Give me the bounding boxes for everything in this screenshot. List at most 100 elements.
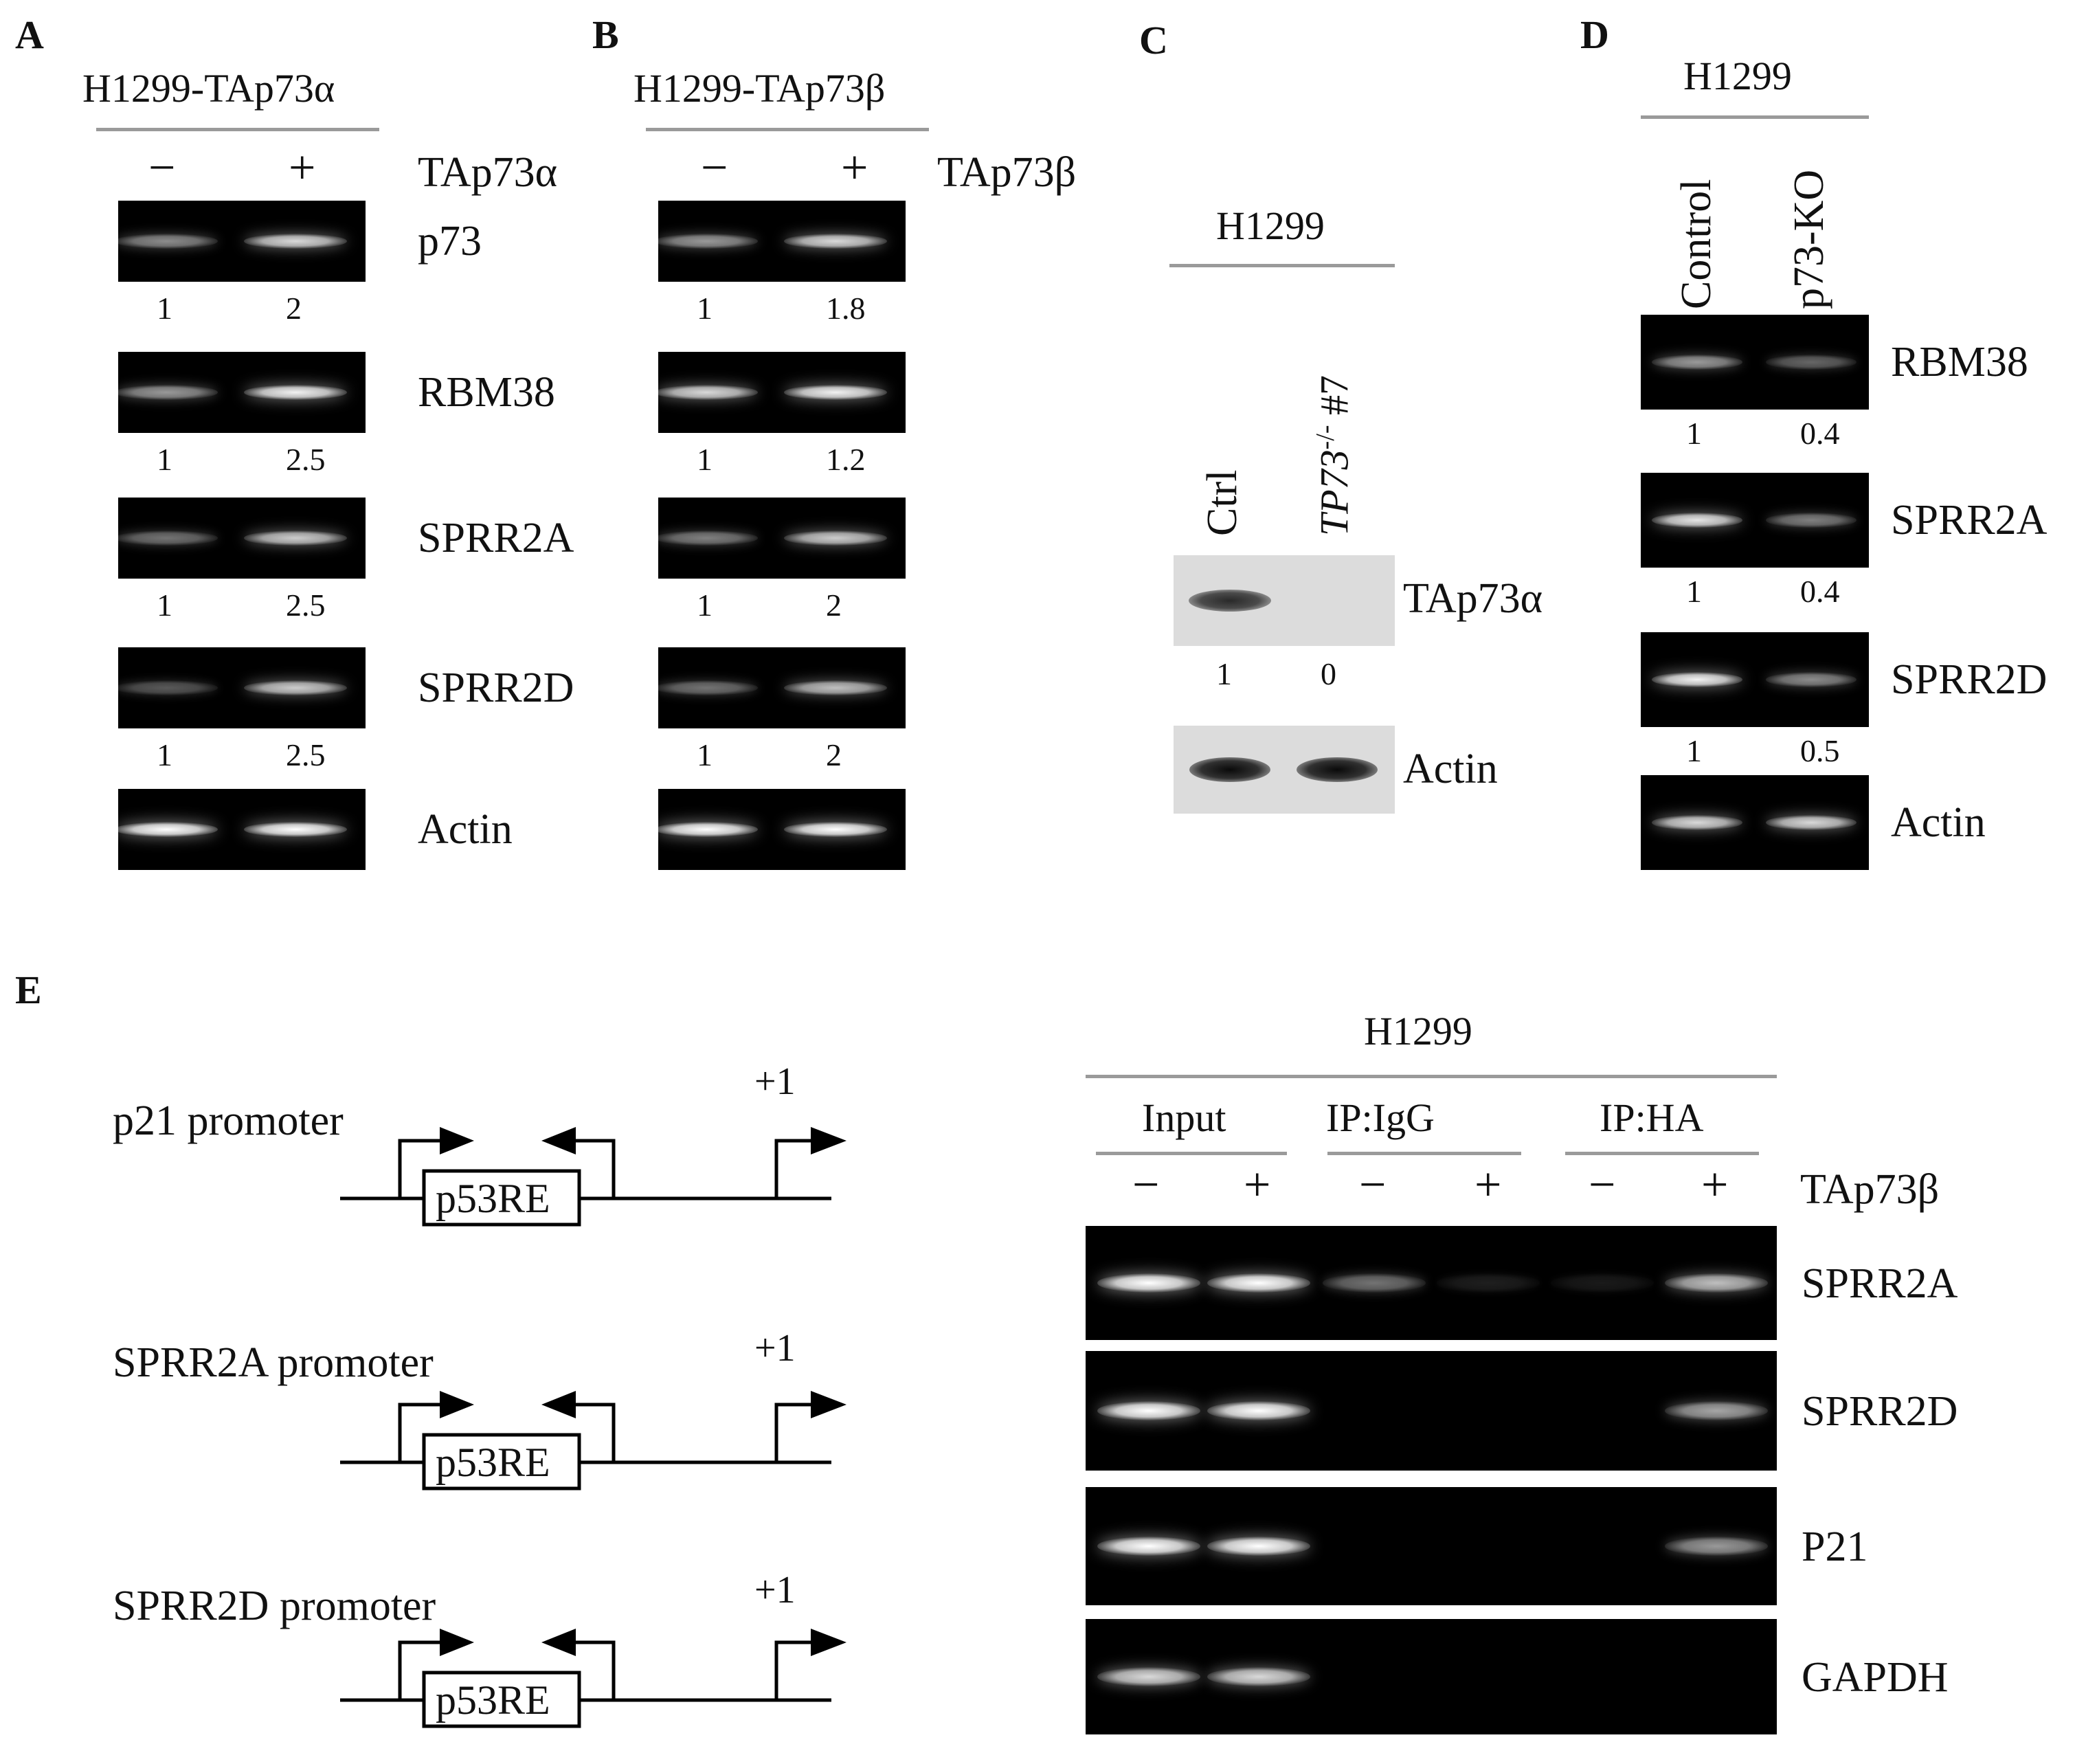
panel-a-label-p73: p73 [418, 218, 482, 265]
promoter-3-box-label: p53RE [436, 1677, 550, 1723]
promoter-1-box [422, 1169, 581, 1227]
panel-a-quant-p73-1: 1 [157, 291, 172, 326]
panel-e-gel-gapdh-band-1 [1097, 1667, 1200, 1686]
panel-d-gel-actin [1641, 775, 1869, 870]
promoter-1-title: p21 promoter [113, 1097, 344, 1144]
panel-a-header-line [96, 128, 379, 131]
panel-a-gel-actin [118, 789, 366, 870]
promoter-1-tss-head [811, 1127, 846, 1154]
panel-c-knockout-gene: TP73 [1312, 449, 1357, 536]
promoter-3-tss-label: +1 [754, 1569, 796, 1611]
promoter-3-title: SPRR2D promoter [113, 1583, 436, 1629]
promoter-1-tss-line [774, 1139, 811, 1198]
panel-e-letter: E [15, 968, 42, 1012]
panel-b-gel-actin-band-2 [784, 822, 887, 837]
panel-c-lane-knockout: TP73-/- #7 [1311, 375, 1357, 536]
panel-e-gel-sprr2a-band-6 [1665, 1273, 1768, 1293]
panel-c-letter: C [1139, 18, 1168, 63]
panel-b-gel-rbm38 [658, 352, 906, 433]
panel-a-label-sprr2a: SPRR2A [418, 515, 574, 561]
panel-d-quant-sprr2a-2: 0.4 [1800, 574, 1840, 609]
panel-d-label-sprr2a: SPRR2A [1891, 497, 2048, 544]
panel-a-gel-actin-band-1 [118, 822, 218, 837]
panel-d-header-line [1641, 115, 1869, 119]
panel-a-quant-rbm38-1: 1 [157, 442, 172, 477]
panel-e-sign-3: − [1359, 1159, 1387, 1212]
panel-e-gel-sprr2a-band-4 [1437, 1273, 1540, 1293]
panel-a-gel-sprr2a [118, 498, 366, 579]
panel-c-quant-tap73a-2: 0 [1321, 656, 1336, 691]
panel-a-label-rbm38: RBM38 [418, 369, 555, 416]
panel-e-group-igg: IP:IgG [1326, 1095, 1435, 1140]
panel-c-lane-ctrl: Ctrl [1199, 469, 1246, 536]
panel-b-sign-plus: + [841, 142, 868, 194]
panel-c-blot-actin-band-2 [1297, 757, 1378, 782]
panel-b-gel-sprr2a-band-2 [784, 531, 887, 546]
panel-b-header-line [646, 128, 929, 131]
panel-b-gel-actin [658, 789, 906, 870]
panel-e-gel-sprr2d-band-1 [1097, 1401, 1200, 1420]
panel-e-header-line [1086, 1075, 1777, 1078]
panel-d-gel-actin-band-2 [1766, 815, 1857, 830]
panel-e-label-sprr2d: SPRR2D [1802, 1388, 1958, 1435]
panel-c-knockout-superscript: -/- [1311, 425, 1340, 450]
promoter-2-forward-primer-line [398, 1403, 440, 1462]
panel-b-quant-p73-2: 1.8 [826, 291, 866, 326]
panel-e-condition: TAp73β [1800, 1166, 1940, 1213]
promoter-1-tss-label: +1 [754, 1060, 796, 1103]
panel-b-gel-sprr2d-band-1 [658, 680, 758, 695]
panel-c-blot-actin [1174, 726, 1395, 814]
panel-d-gel-rbm38-band-1 [1652, 355, 1742, 370]
panel-e-gel-sprr2d-band-6 [1665, 1401, 1768, 1420]
panel-a-quant-sprr2a-1: 1 [157, 588, 172, 623]
panel-c-blot-tap73a [1174, 555, 1395, 646]
panel-d-gel-sprr2d [1641, 632, 1869, 727]
panel-b-quant-rbm38-2: 1.2 [826, 442, 866, 477]
panel-c-quant-tap73a-1: 1 [1216, 656, 1232, 691]
panel-e-header: H1299 [1364, 1009, 1472, 1053]
panel-a-gel-rbm38 [118, 352, 366, 433]
panel-d-gel-rbm38-band-2 [1766, 355, 1857, 370]
promoter-2-tss-head [811, 1391, 846, 1418]
panel-d-quant-sprr2a-1: 1 [1686, 574, 1702, 609]
panel-d-quant-rbm38-1: 1 [1686, 416, 1702, 451]
panel-a-gel-sprr2a-band-2 [244, 531, 347, 546]
promoter-2-title: SPRR2A promoter [113, 1339, 434, 1386]
promoter-2-box-label: p53RE [436, 1440, 550, 1485]
panel-b-quant-rbm38-1: 1 [697, 442, 713, 477]
panel-c-header-line [1169, 264, 1395, 267]
panel-a-gel-actin-band-2 [244, 822, 347, 837]
panel-e-label-sprr2a: SPRR2A [1802, 1260, 1958, 1307]
promoter-3-reverse-primer-head [541, 1629, 576, 1656]
panel-b-gel-rbm38-band-2 [784, 385, 887, 400]
panel-d-header: H1299 [1683, 54, 1792, 98]
promoter-2-tss-line [774, 1403, 811, 1462]
panel-e-gel-p21-band-6 [1665, 1537, 1768, 1556]
panel-e-group-ha: IP:HA [1600, 1095, 1704, 1140]
promoter-1-reverse-primer-head [541, 1127, 576, 1154]
panel-a-condition: TAp73α [418, 149, 558, 196]
panel-d-gel-sprr2a [1641, 473, 1869, 568]
panel-e-sign-5: − [1589, 1159, 1616, 1212]
panel-d-label-sprr2d: SPRR2D [1891, 656, 2048, 703]
panel-a-label-sprr2d: SPRR2D [418, 665, 574, 711]
panel-a-quant-sprr2d-2: 2.5 [286, 737, 326, 772]
panel-a-gel-p73 [118, 201, 366, 282]
panel-e-gel-sprr2a [1086, 1226, 1777, 1340]
panel-b-quant-sprr2d-2: 2 [826, 737, 842, 772]
panel-d-lane-control: Control [1673, 179, 1720, 309]
panel-b-header: H1299-TAp73β [633, 66, 886, 111]
promoter-2-tss-label: +1 [754, 1327, 796, 1370]
panel-e-sign-6: + [1701, 1159, 1729, 1212]
panel-b-gel-rbm38-band-1 [658, 385, 758, 400]
panel-a-sign-plus: + [289, 142, 316, 194]
panel-a-quant-sprr2a-2: 2.5 [286, 588, 326, 623]
panel-c-label-actin: Actin [1403, 746, 1498, 792]
panel-c-label-tap73a: TAp73α [1403, 575, 1543, 622]
panel-e-gel-p21-band-2 [1207, 1537, 1310, 1556]
panel-c-header: H1299 [1216, 203, 1325, 248]
panel-d-gel-sprr2a-band-2 [1766, 513, 1857, 528]
panel-e-label-p21: P21 [1802, 1523, 1868, 1570]
panel-e-gel-gapdh [1086, 1619, 1777, 1734]
panel-e-gel-p21 [1086, 1487, 1777, 1605]
